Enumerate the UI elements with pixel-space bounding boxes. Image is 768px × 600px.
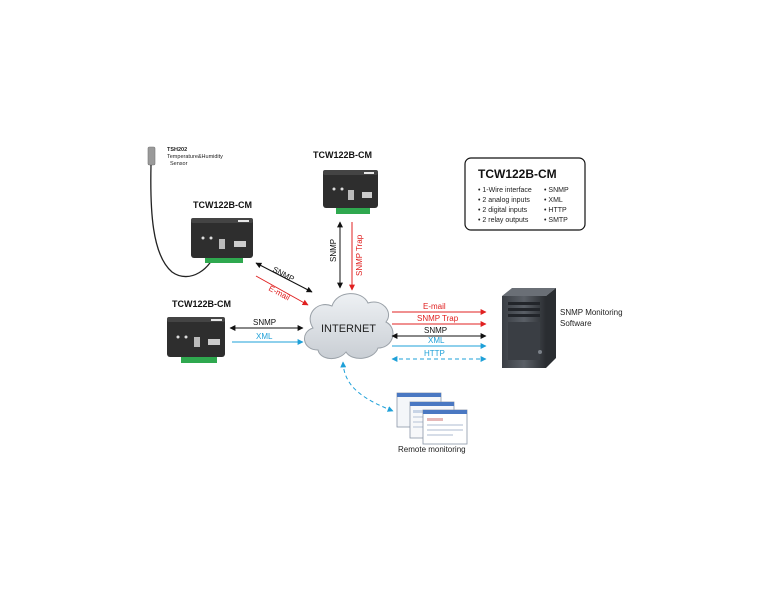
- server-label-line1: SNMP Monitoring: [560, 308, 623, 317]
- label-right-xml: XML: [428, 336, 445, 345]
- svg-text:• 2 analog inputs: • 2 analog inputs: [478, 197, 530, 204]
- spec-feature: 2 digital inputs: [482, 207, 527, 214]
- label-top-snmp: SNMP: [329, 239, 338, 262]
- internet-label: INTERNET: [321, 323, 376, 335]
- label-right-snmp-trap: SNMP Trap: [417, 314, 459, 323]
- spec-feature: SMTP: [548, 217, 568, 224]
- sensor-desc-line2: Sensor: [170, 161, 188, 167]
- server-tower: SNMP Monitoring Software: [502, 288, 623, 368]
- sensor-desc-line1: Temperature&Humidity: [167, 154, 223, 160]
- svg-text:• 1-Wire interface: • 1-Wire interface: [478, 187, 532, 194]
- link-top-device: SNMP SNMP Trap: [329, 221, 364, 291]
- device-left: TCW122B-CM: [167, 299, 231, 363]
- link-left-device: SNMP XML: [229, 318, 304, 345]
- spec-features-left: • 1-Wire interface • 2 analog inputs • 2…: [478, 187, 532, 224]
- remote-monitoring-screens: Remote monitoring: [396, 392, 468, 454]
- remote-monitoring-label: Remote monitoring: [398, 445, 466, 454]
- svg-text:• XML: • XML: [544, 197, 563, 204]
- label-left-snmp: SNMP: [253, 318, 276, 327]
- spec-box: TCW122B-CM • 1-Wire interface • 2 analog…: [464, 157, 586, 231]
- sensor-name: TSH202: [167, 147, 187, 153]
- spec-feature: 2 analog inputs: [482, 197, 530, 204]
- svg-text:• SMTP: • SMTP: [544, 217, 568, 224]
- label-right-email: E-mail: [423, 302, 446, 311]
- label-right-snmp: SNMP: [424, 326, 447, 335]
- spec-feature: XML: [548, 197, 563, 204]
- svg-text:• SNMP: • SNMP: [544, 187, 569, 194]
- device-top-title: TCW122B-CM: [313, 150, 372, 160]
- link-server: E-mail SNMP Trap SNMP XML HTTP: [391, 302, 487, 362]
- link-middle-device: SNMP E-mail: [255, 262, 313, 306]
- device-top: TCW122B-CM: [313, 150, 378, 214]
- spec-features-right: • SNMP • XML • HTTP • SMTP: [544, 187, 569, 224]
- label-top-snmp-trap: SNMP Trap: [355, 234, 364, 276]
- label-mid-email: E-mail: [267, 284, 291, 303]
- link-remote: [340, 361, 394, 412]
- internet-cloud: INTERNET: [304, 293, 394, 359]
- label-mid-snmp: SNMP: [271, 265, 296, 284]
- spec-feature: SNMP: [548, 187, 569, 194]
- device-middle-title: TCW122B-CM: [193, 200, 252, 210]
- svg-text:• HTTP: • HTTP: [544, 207, 567, 214]
- svg-text:• 2 digital inputs: • 2 digital inputs: [478, 207, 528, 214]
- spec-feature: HTTP: [548, 207, 567, 214]
- label-right-http: HTTP: [424, 349, 445, 358]
- spec-feature: 2 relay outputs: [482, 217, 528, 224]
- sensor-tsh202: TSH202 Temperature&Humidity Sensor: [147, 146, 223, 278]
- device-middle: TCW122B-CM: [191, 200, 253, 263]
- svg-text:• 2 relay outputs: • 2 relay outputs: [478, 217, 529, 224]
- server-label-line2: Software: [560, 319, 592, 328]
- label-left-xml: XML: [256, 332, 273, 341]
- spec-box-title: TCW122B-CM: [478, 167, 557, 181]
- spec-feature: 1-Wire interface: [482, 187, 532, 194]
- device-left-title: TCW122B-CM: [172, 299, 231, 309]
